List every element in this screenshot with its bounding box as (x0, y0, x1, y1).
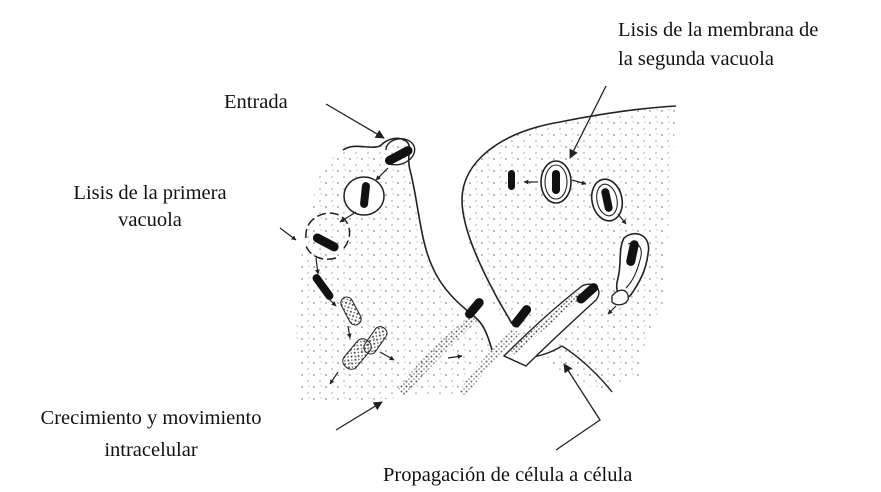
first-cell-cytoplasm (296, 140, 490, 404)
label-entry: Entrada (224, 89, 288, 116)
label-growth-line-2: intracelular (6, 434, 296, 466)
first-cell (296, 138, 492, 404)
growth-pointer (336, 402, 382, 430)
label-second-vacuole-lysis: Lisis de la membrana de la segunda vacuo… (618, 16, 818, 74)
label-growth-line-1: Crecimiento y movimiento (6, 402, 296, 434)
label-first-vacuole-line-1: Lisis de la primera (40, 180, 260, 207)
entry-pointer (326, 104, 384, 138)
first-vacuole-intact (344, 177, 384, 215)
label-second-vacuole-line-2: la segunda vacuola (618, 45, 818, 74)
label-cell-to-cell-spread: Propagación de célula a célula (383, 462, 632, 489)
label-growth-movement: Crecimiento y movimiento intracelular (6, 402, 296, 466)
label-first-vacuole-line-2: vacuola (40, 207, 260, 234)
label-second-vacuole-line-1: Lisis de la membrana de (618, 16, 818, 45)
label-first-vacuole-lysis: Lisis de la primera vacuola (40, 180, 260, 234)
